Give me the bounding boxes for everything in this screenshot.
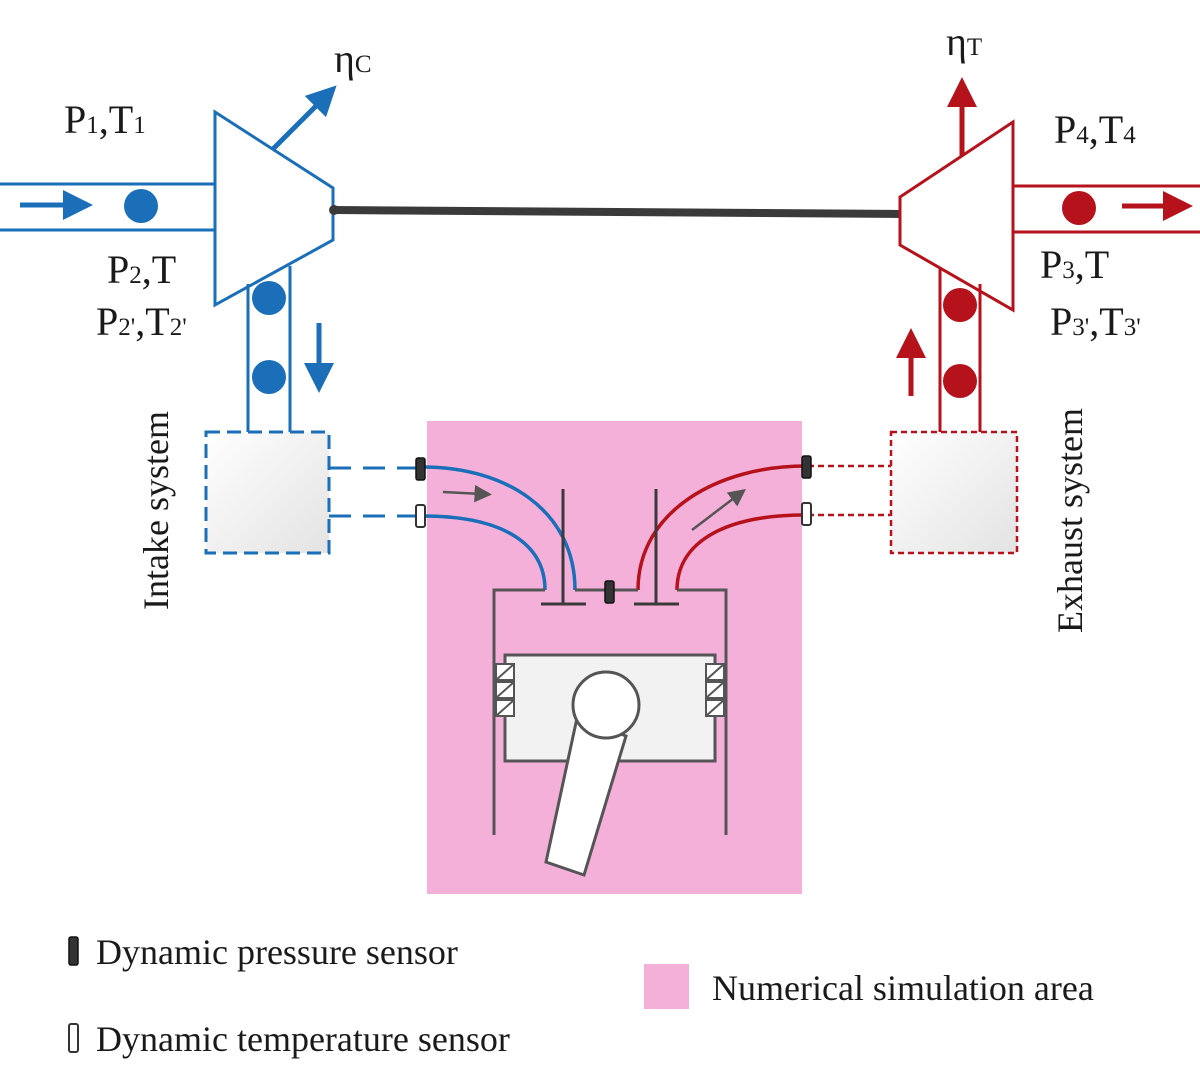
exhaust-runner-dashed	[808, 464, 891, 517]
intake-inlet-pipe	[0, 182, 215, 232]
sensor-point-p3-t3	[943, 288, 977, 322]
intake-runner-dashed	[329, 466, 418, 518]
exhaust-port-flow-arrow	[691, 488, 746, 531]
intake-valve	[541, 489, 586, 606]
temperature-sensor-exhaust	[801, 502, 812, 526]
intake-port-flow-arrow	[442, 484, 492, 503]
legend-pressure-sensor-label: Dynamic pressure sensor	[96, 932, 458, 972]
legend-temperature-sensor-label: Dynamic temperature sensor	[96, 1019, 510, 1059]
label-p3prime-t3prime: P3',T3'	[1050, 299, 1141, 344]
eta-c-label: ηC	[334, 36, 372, 81]
sensor-point-p2prime-t2prime	[252, 360, 286, 394]
intake-down-pipe	[246, 266, 292, 432]
sensor-point-p2-t2	[252, 281, 286, 315]
temperature-sensor-intake	[415, 504, 426, 528]
label-p1-t1: P1,T1	[64, 97, 146, 142]
exhaust-port	[636, 464, 806, 591]
label-p4-t4: P4,T4	[1054, 107, 1136, 152]
legend-temperature-sensor-icon	[68, 1023, 79, 1053]
exhaust-system-label: Exhaust system	[1050, 408, 1090, 633]
turbine	[898, 119, 1015, 313]
compressor	[213, 109, 335, 308]
compressor-efficiency-arrow	[270, 85, 337, 152]
exhaust-valve	[634, 489, 679, 606]
shaft-end-compressor	[329, 205, 339, 215]
sensor-point-p4-t4	[1062, 191, 1096, 225]
intake-plenum-box	[204, 430, 331, 555]
pressure-sensor-cylinder	[604, 580, 615, 604]
eta-t-label: ηT	[946, 19, 982, 64]
pressure-sensor-exhaust	[801, 455, 812, 479]
intake-port	[422, 465, 577, 591]
piston-rings	[495, 663, 725, 717]
exhaust-outlet-pipe	[1013, 184, 1200, 234]
legend-simulation-area-label: Numerical simulation area	[712, 968, 1094, 1008]
piston-pin	[571, 670, 641, 740]
exhaust-manifold-box	[889, 430, 1019, 555]
sensor-point-p3prime-t3prime	[943, 364, 977, 398]
turbo-shaft	[333, 206, 904, 218]
label-p2-t2: P2,T	[107, 247, 176, 292]
legend: Dynamic pressure sensor Dynamic temperat…	[68, 932, 1094, 1059]
label-p3-t3: P3,T	[1040, 242, 1109, 287]
legend-simulation-area-swatch	[644, 964, 689, 1009]
label-p2prime-t2prime: P2',T2'	[96, 299, 187, 344]
exhaust-up-pipe	[938, 268, 982, 432]
pressure-sensor-intake	[415, 457, 426, 481]
legend-pressure-sensor-icon	[68, 936, 79, 966]
sensor-point-p1-t1	[124, 189, 158, 223]
intake-system-label: Intake system	[136, 411, 176, 610]
